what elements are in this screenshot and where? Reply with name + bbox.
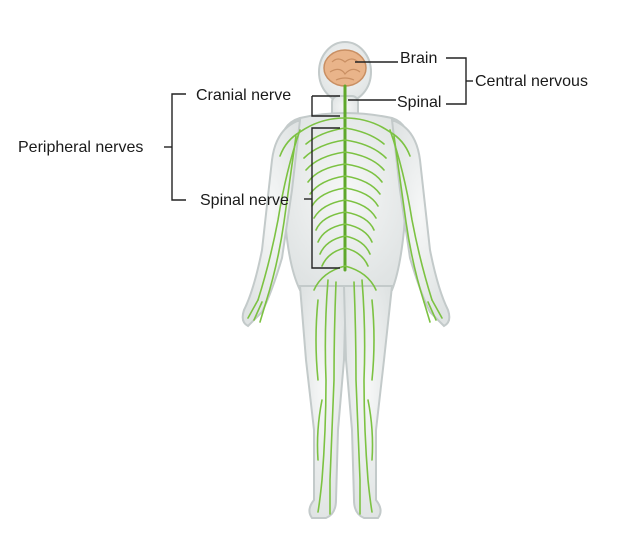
label-peripheral-nerves: Peripheral nerves (18, 139, 144, 156)
label-cranial-nerve: Cranial nerve (196, 87, 292, 104)
label-brain: Brain (400, 50, 438, 67)
label-central-nervous: Central nervous (475, 73, 588, 90)
leader-lines (164, 57, 473, 269)
brain-shape (323, 49, 367, 87)
label-spinal: Spinal (397, 94, 442, 111)
label-spinal-nerve: Spinal nerve (200, 192, 289, 209)
nerve-network (247, 84, 443, 515)
